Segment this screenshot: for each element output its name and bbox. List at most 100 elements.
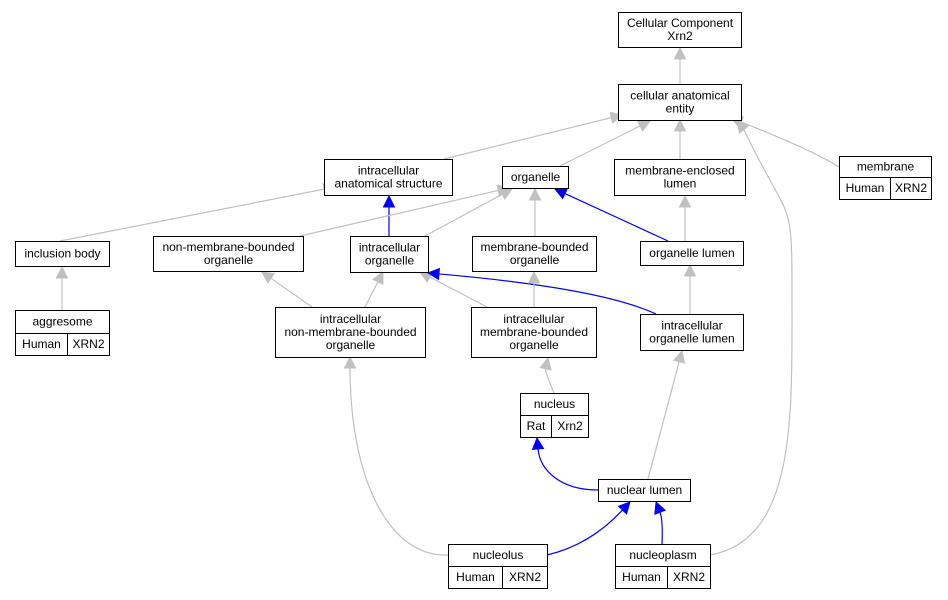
- node-label-line: intracellular: [503, 312, 564, 326]
- node-label-line: intracellular: [359, 241, 420, 255]
- gene-cell: [551, 415, 589, 438]
- edge-nucleolus-to-nuclear-lumen: [546, 501, 631, 556]
- edge-intracellular-organelle-to-intracellular-anatomical-structure: [382, 194, 396, 236]
- edge-line: [270, 277, 313, 308]
- edge-arrowhead: [654, 500, 667, 516]
- edge-arrowhead: [678, 194, 692, 208]
- edge-membrane-to-cellular-anatomical-entity: [729, 116, 840, 168]
- gene-label: Xrn2: [557, 419, 583, 433]
- edges-layer: [55, 46, 840, 556]
- edge-line: [537, 448, 599, 491]
- node-label-line: organelle lumen: [649, 246, 734, 260]
- edge-nuclear-lumen-to-nucleus: [531, 436, 599, 491]
- node-label-line: Xrn2: [667, 29, 693, 43]
- node-label-line: entity: [666, 102, 695, 116]
- edge-line: [349, 367, 449, 556]
- edge-arrowhead: [673, 46, 687, 60]
- edge-line: [438, 273, 657, 315]
- edge-intracellular-non-membrane-bounded-organelle-to-intracellular-organelle: [364, 271, 384, 308]
- edge-line: [564, 193, 669, 242]
- node-label-line: nucleoplasm: [629, 548, 696, 562]
- edge-line: [59, 188, 325, 242]
- node-label-line: intracellular: [661, 319, 722, 333]
- edge-arrowhead: [426, 267, 441, 281]
- edge-line: [659, 512, 663, 545]
- node-label-line: nuclear lumen: [607, 483, 682, 497]
- node-box: [618, 12, 742, 48]
- edge-aggresome-to-inclusion-body: [55, 265, 69, 310]
- edge-arrowhead: [539, 356, 552, 371]
- node-organelle-lumen[interactable]: organelle lumen: [640, 241, 744, 266]
- node-label-line: organelle: [326, 338, 376, 352]
- edge-arrowhead: [672, 349, 686, 364]
- edge-intracellular-organelle-lumen-to-organelle-lumen: [683, 263, 697, 314]
- species-label: Human: [846, 181, 885, 195]
- node-box: [153, 236, 304, 272]
- node-label-line: cellular anatomical: [630, 89, 729, 103]
- edge-arrowhead: [527, 270, 541, 284]
- node-box: [471, 307, 597, 358]
- node-label-line: organelle lumen: [649, 332, 734, 346]
- edge-cellular-anatomical-entity-to-cellular-component-xrn2: [673, 46, 687, 84]
- edge-line: [424, 193, 503, 237]
- edge-membrane-bounded-organelle-to-organelle: [528, 187, 542, 236]
- edge-arrowhead: [261, 271, 276, 284]
- gene-cell: [502, 566, 548, 589]
- node-box: [640, 241, 744, 266]
- node-label-line: inclusion body: [24, 247, 100, 261]
- gene-cell: [67, 333, 110, 356]
- node-box: [618, 84, 742, 121]
- edge-line: [741, 121, 840, 168]
- edge-line: [299, 189, 499, 237]
- node-nuclear-lumen[interactable]: nuclear lumen: [598, 479, 691, 502]
- edge-line: [545, 368, 555, 394]
- node-box: [472, 236, 597, 272]
- edge-nucleus-to-intracellular-membrane-bounded-organelle: [539, 356, 555, 394]
- node-label-line: nucleus: [534, 397, 575, 411]
- edge-intracellular-non-membrane-bounded-organelle-to-non-membrane-bounded-organelle: [261, 271, 313, 308]
- node-label-line: non-membrane-bounded: [162, 240, 294, 254]
- node-label-line: non-membrane-bounded: [284, 325, 416, 339]
- edge-nucleoplasm-to-cellular-anatomical-entity: [709, 120, 793, 556]
- edge-arrowhead: [382, 194, 396, 208]
- node-organelle[interactable]: organelle: [502, 166, 569, 189]
- edge-line: [443, 117, 612, 160]
- gene-cell: [667, 566, 711, 589]
- node-intracellular-non-membrane-bounded-organelle[interactable]: intracellularnon-membrane-boundedorganel…: [275, 307, 426, 358]
- edge-arrowhead: [372, 271, 384, 286]
- edge-arrowhead: [531, 436, 545, 451]
- edge-intracellular-organelle-to-organelle: [424, 188, 513, 237]
- node-label-line: aggresome: [32, 315, 92, 329]
- edge-arrowhead: [528, 187, 542, 201]
- edge-arrowhead: [736, 120, 750, 134]
- edge-membrane-enclosed-lumen-to-cellular-anatomical-entity: [673, 118, 687, 159]
- edge-arrowhead: [553, 188, 569, 200]
- edge-arrowhead: [343, 355, 357, 369]
- node-label-line: membrane-bounded: [480, 240, 588, 254]
- node-inclusion-body[interactable]: inclusion body: [15, 241, 110, 267]
- edge-organelle-lumen-to-membrane-enclosed-lumen: [678, 194, 692, 241]
- edge-arrowhead: [673, 118, 687, 132]
- node-label-line: membrane-enclosed: [625, 164, 734, 178]
- node-box: [275, 307, 426, 358]
- edge-line: [546, 509, 623, 556]
- edge-line: [429, 276, 488, 308]
- node-label-line: organelle: [511, 170, 561, 184]
- node-label-line: organelle: [509, 338, 559, 352]
